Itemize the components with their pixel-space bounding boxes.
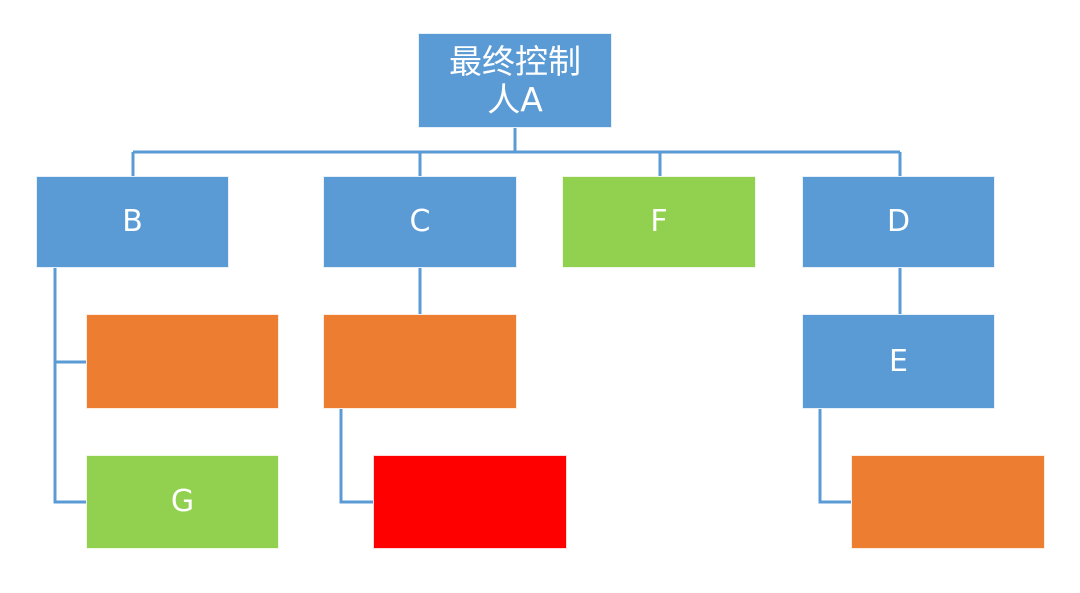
node-b-label: B (122, 204, 143, 239)
root-connector (131, 128, 902, 176)
node-c-child-1 (323, 314, 517, 409)
node-g-label: G (170, 484, 195, 519)
node-e-child-1 (851, 455, 1045, 549)
node-c-child-2 (373, 455, 567, 549)
node-d-label: D (886, 204, 911, 239)
node-d: D (802, 176, 995, 268)
c-subchild-connector (339, 408, 374, 504)
node-b: B (36, 176, 229, 268)
b-children-connector (53, 268, 86, 504)
node-g: G (86, 455, 279, 549)
node-e: E (802, 314, 995, 409)
e-child-connector (818, 408, 852, 504)
node-f-label: F (650, 204, 668, 239)
node-e-label: E (889, 343, 908, 379)
node-b-child-1 (86, 314, 279, 409)
root-label: 最终控制 人A (449, 41, 581, 119)
root-node: 最终控制 人A (418, 33, 612, 128)
node-c-label: C (409, 204, 431, 239)
node-f: F (562, 176, 756, 268)
node-c: C (323, 176, 517, 268)
